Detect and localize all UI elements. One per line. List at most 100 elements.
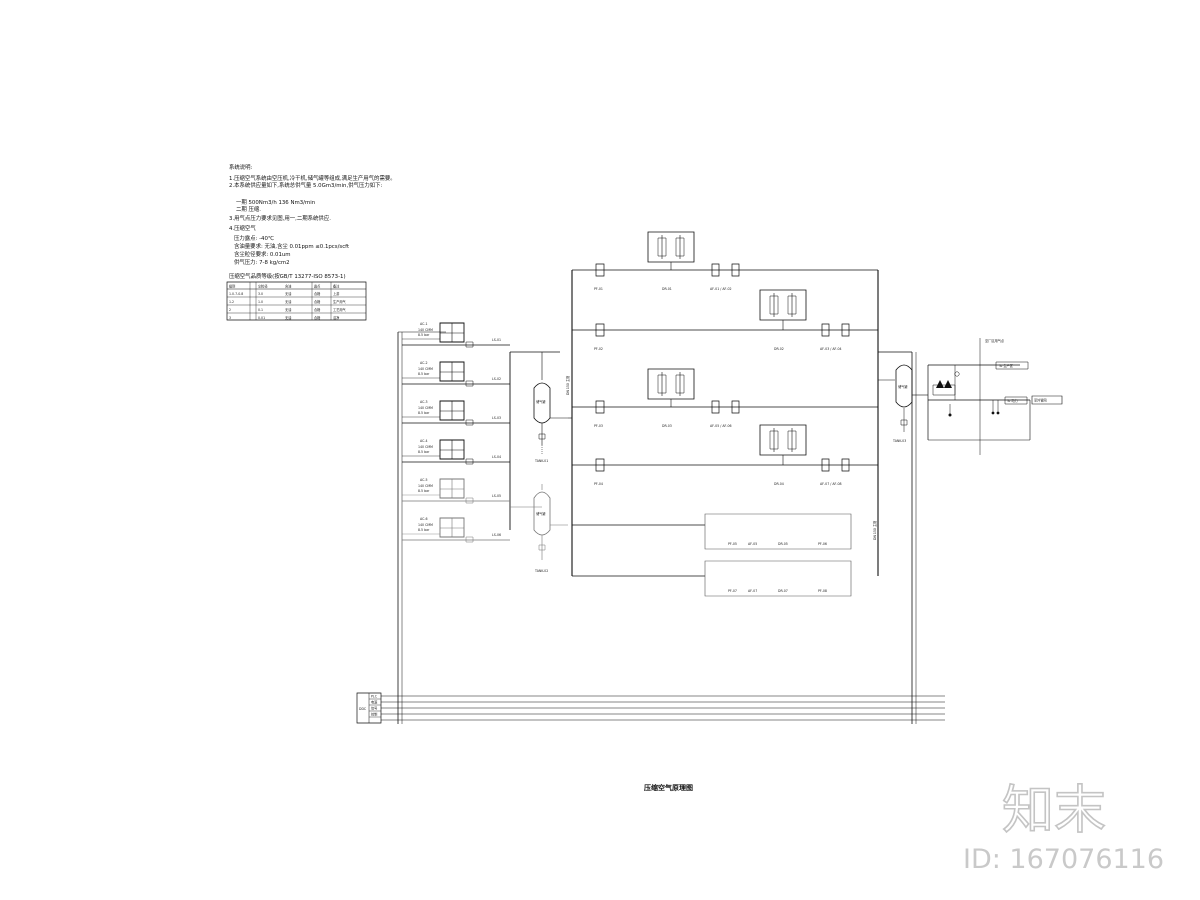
notes-line: 3.用气点压力要求见图,用一,二期系统供应. — [229, 214, 331, 222]
valve-icon — [466, 498, 473, 503]
notes-line: 含油量要求: 无油,含尘 0.01ppm ≤0.1pcs/scft — [234, 242, 349, 250]
table-cell: 合格 — [314, 307, 321, 312]
pre-filter-icon — [596, 401, 604, 413]
outlet-label: 至外管网 — [1034, 398, 1047, 403]
table-header: 级别 — [229, 284, 235, 289]
future-train-box — [705, 514, 851, 549]
compressor-spec: 140 CMM — [418, 523, 433, 527]
compressor-tag: LS-02 — [492, 377, 501, 381]
after-filter-icon — [732, 264, 739, 276]
future-train-tag: AF-07 — [748, 589, 757, 593]
notes-line: 二期 压缩. — [236, 205, 261, 213]
after-filter-icon — [732, 401, 739, 413]
dryer-icon — [648, 369, 694, 399]
riser-label: DN 150 主管 — [565, 376, 570, 395]
compressor-pressure: 8.5 bar — [418, 450, 430, 454]
receiver-tank-1: 储气罐 TANK-01 — [510, 352, 568, 463]
table-cell: 无油 — [285, 299, 291, 304]
compressor-tag: LS-06 — [492, 533, 501, 537]
future-train-tag: AF-05 — [748, 542, 757, 546]
compressor-tag: LS-04 — [492, 455, 501, 459]
drain-icon — [948, 413, 952, 417]
main-tank-name: 储气罐 — [898, 384, 908, 389]
compressor-spec: 140 CMM — [418, 367, 433, 371]
pre-filter-tag: PF-03 — [594, 424, 603, 428]
table-cell: 2 — [229, 308, 231, 312]
after-filter-tags: AF-05 / AF-06 — [710, 424, 732, 428]
table-header: 含油 — [285, 284, 291, 289]
after-filter-tags: AF-01 / AF-02 — [710, 287, 732, 291]
drawing-title: 压缩空气原理图 — [644, 783, 693, 792]
pre-filter-icon — [596, 264, 604, 276]
future-train-tag: PF-06 — [818, 542, 827, 546]
compressor-pressure: 8.5 bar — [418, 333, 430, 337]
compressor-label: AC-1 — [420, 322, 428, 326]
table-cell: 1.0.7-0.8 — [229, 292, 243, 296]
outlet-label: To 动力 — [1006, 398, 1018, 403]
after-filter-icon — [822, 459, 829, 471]
future-train-box — [705, 561, 851, 596]
pre-filter-tag: PF-04 — [594, 482, 603, 486]
valve-icon — [466, 342, 473, 347]
future-train-tag: DR-05 — [778, 542, 788, 546]
outlet-arrow — [1005, 397, 1027, 404]
pre-filter-icon — [596, 324, 604, 336]
drain-icon — [996, 411, 1000, 415]
compressor-pressure: 8.5 bar — [418, 372, 430, 376]
table-cell: 洁净 — [333, 315, 340, 320]
compressor-pressure: 8.5 bar — [418, 528, 430, 532]
bus-legend-item: 电源 — [371, 700, 378, 705]
bus-legend-item: PLC — [371, 695, 378, 699]
compressor-label: AC-2 — [420, 361, 428, 365]
dryer-tag: DR-01 — [662, 287, 672, 291]
valve-icon — [944, 380, 952, 388]
gauge-icon — [955, 372, 959, 376]
tank-name: 储气罐 — [536, 511, 546, 516]
pre-filter-tag: PF-02 — [594, 347, 603, 351]
valve-icon — [466, 381, 473, 386]
table-cell: 1.2 — [229, 300, 234, 304]
table-cell: 合格 — [314, 315, 321, 320]
bus-legend-item: 信号 — [371, 706, 377, 711]
table-cell: 无油 — [285, 307, 291, 312]
compressor-pressure: 8.5 bar — [418, 411, 430, 415]
compressor-tag: LS-01 — [492, 338, 501, 342]
outlet-arrow — [996, 362, 1028, 369]
watermark-logo: 知末 — [1002, 781, 1106, 841]
compressor-pressure: 8.5 bar — [418, 489, 430, 493]
compressor-tag: LS-05 — [492, 494, 501, 498]
table-cell: 合格 — [314, 291, 321, 296]
dryer-tag: DR-04 — [774, 482, 784, 486]
valve-icon — [466, 420, 473, 425]
table-cell: 无油 — [285, 315, 291, 320]
receiver-tanks: 储气罐 TANK-01 储气罐 TANK-02 — [510, 352, 568, 573]
dryer-tag: DR-03 — [662, 424, 672, 428]
future-train-tag: PF-07 — [728, 589, 737, 593]
future-train-tag: PF-08 — [818, 589, 827, 593]
watermark: 知末 ID: 167076116 — [963, 780, 1164, 875]
control-bus: DDC PLC 电源 信号 控制 — [357, 693, 945, 723]
after-filter-icon — [842, 459, 849, 471]
after-filter-icon — [822, 324, 829, 336]
main-tank-icon — [896, 365, 912, 407]
notes-line: 一期 500Nm3/h 136 Nm3/min — [236, 199, 315, 206]
notes-line: 压力露点: -40℃ — [234, 234, 274, 242]
notes-line: 1.压缩空气系统由空压机,冷干机,储气罐等组成,满足生产用气的需要。 — [229, 174, 396, 182]
compressor-tag: LS-03 — [492, 416, 501, 420]
dryer-icon — [760, 290, 806, 320]
compressor-label: AC-3 — [420, 400, 428, 404]
notes-line: 含尘粒径要求: 0.01um — [234, 250, 291, 258]
valve-icon — [466, 459, 473, 464]
